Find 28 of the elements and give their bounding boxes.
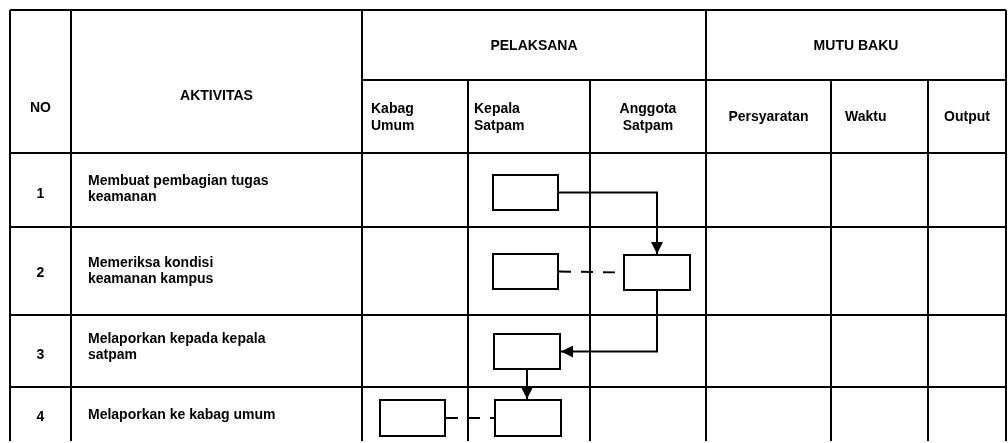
column-header: Persyaratan — [728, 108, 809, 125]
row-number: 3 — [36, 345, 45, 363]
column-header: PELAKSANA — [490, 36, 578, 54]
column-header: Kepala Satpam — [474, 100, 526, 133]
arrow — [560, 290, 658, 358]
column-header: Anggota Satpam — [618, 100, 678, 133]
process-box — [623, 254, 691, 291]
activity-text: Membuat pembagian tugas keamanan — [88, 171, 270, 205]
column-header: Output — [944, 108, 990, 125]
arrow — [521, 369, 533, 400]
row-number: 4 — [36, 407, 45, 425]
column-header: MUTU BAKU — [813, 36, 899, 54]
process-box — [379, 399, 446, 437]
dashed-connector — [445, 417, 495, 419]
arrow — [558, 191, 663, 255]
activity-text: Melaporkan kepada kepala satpam — [88, 329, 267, 363]
column-header: Waktu — [845, 108, 887, 125]
column-header: Kabag Umum — [371, 100, 416, 133]
activity-text: Melaporkan ke kabag umum — [88, 405, 276, 423]
column-header: NO — [30, 98, 51, 116]
process-box — [494, 399, 562, 437]
process-box — [492, 174, 559, 211]
column-header: AKTIVITAS — [180, 86, 253, 104]
process-box — [492, 253, 559, 290]
process-box — [493, 333, 561, 370]
activity-text: Memeriksa kondisi keamanan kampus — [88, 253, 215, 287]
row-number: 1 — [36, 184, 45, 202]
row-number: 2 — [36, 263, 45, 281]
